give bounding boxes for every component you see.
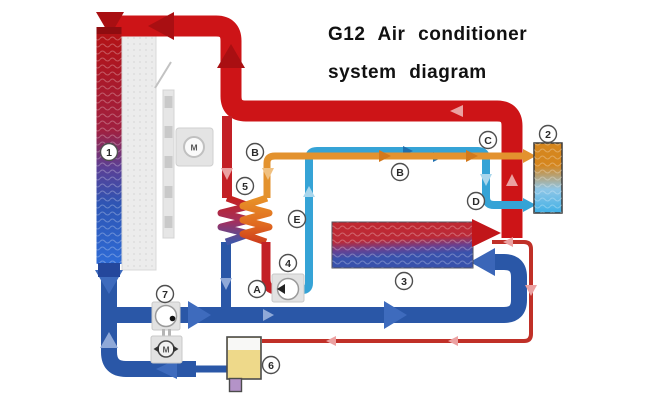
label-4: 4 xyxy=(278,253,298,273)
hvac-housing: M xyxy=(121,29,214,271)
arrow-out-of-engine xyxy=(472,219,501,247)
arrow-left-top xyxy=(148,12,174,40)
svg-text:A: A xyxy=(253,284,261,296)
pipe-cold-coolant xyxy=(95,248,527,379)
expansion-tank xyxy=(226,336,262,393)
fan-motor: M xyxy=(175,127,214,167)
flow-marker xyxy=(379,150,391,162)
aux-motor-label: M xyxy=(162,345,169,355)
arrow-left-return xyxy=(156,359,177,379)
svg-text:5: 5 xyxy=(242,181,248,193)
flow-marker xyxy=(466,150,478,162)
svg-text:D: D xyxy=(472,196,480,208)
motor-tick-right xyxy=(173,345,179,353)
heat-exchanger-coils xyxy=(217,168,273,246)
compressor xyxy=(271,273,305,303)
coolant-pump xyxy=(151,301,181,331)
svg-text:E: E xyxy=(293,214,300,226)
svg-text:B: B xyxy=(396,167,404,179)
flow-marker xyxy=(263,309,274,321)
svg-text:C: C xyxy=(484,135,492,147)
flow-marker xyxy=(450,105,463,117)
arrow-into-cooler-top xyxy=(523,149,536,163)
motor-tick-left xyxy=(153,345,159,353)
flow-marker xyxy=(100,332,118,348)
flow-marker xyxy=(506,174,518,186)
blower-resistor xyxy=(162,89,175,239)
svg-text:3: 3 xyxy=(401,276,407,288)
flow-marker xyxy=(525,285,537,296)
refrigerant-cooler xyxy=(533,142,563,214)
label-c: C xyxy=(478,130,498,150)
pump-motor-link xyxy=(168,329,171,338)
engine-heat-exchanger xyxy=(331,221,474,269)
title-line-2: system diagram xyxy=(328,62,487,83)
aux-motor: M xyxy=(150,335,183,364)
tank-drain-stub xyxy=(228,377,243,393)
flow-marker xyxy=(262,168,274,180)
arrow-up-riser xyxy=(217,44,245,68)
flap-line xyxy=(154,61,172,89)
label-e: E xyxy=(287,209,307,229)
label-6: 6 xyxy=(261,355,281,375)
arrow-right-main xyxy=(384,301,407,329)
compressor-icon xyxy=(277,284,285,294)
flow-marker xyxy=(303,186,315,197)
label-2: 2 xyxy=(538,124,558,144)
title-line-1: G12 Air conditioner xyxy=(328,24,527,45)
svg-text:1: 1 xyxy=(106,147,112,159)
label-5: 5 xyxy=(235,176,255,196)
pipe-expansion-line xyxy=(262,237,537,346)
arrow-down-into-radiator xyxy=(96,12,124,36)
flow-marker xyxy=(480,174,492,186)
svg-text:B: B xyxy=(251,147,259,159)
fan-motor-label: M xyxy=(190,143,197,153)
svg-text:2: 2 xyxy=(545,129,551,141)
flow-marker xyxy=(326,336,336,346)
label-b: B xyxy=(245,142,265,162)
pump-icon xyxy=(169,315,176,322)
flow-marker xyxy=(448,336,458,346)
svg-text:7: 7 xyxy=(162,289,168,301)
label-1: 1 xyxy=(99,142,119,162)
arrow-into-engine xyxy=(470,248,495,276)
flow-marker xyxy=(503,237,513,247)
label-d: D xyxy=(466,191,486,211)
pipe-hot-coolant xyxy=(96,12,523,238)
label-7: 7 xyxy=(155,284,175,304)
arrow-into-cooler-bottom xyxy=(523,198,536,212)
refrigerant-coil xyxy=(239,194,273,246)
flow-marker xyxy=(220,278,232,290)
arrow-right-main xyxy=(188,301,211,329)
label-3: 3 xyxy=(394,271,414,291)
pipe-refrigerant-hot xyxy=(262,149,536,198)
callout-labels: 1 2 3 4 5 6 7 A B B C D E xyxy=(99,124,558,375)
pipe-refrigerant-cold xyxy=(300,146,536,294)
diagram-title: G12 Air conditioner system diagram xyxy=(328,24,527,83)
label-a: A xyxy=(247,279,267,299)
flow-marker xyxy=(221,168,233,180)
svg-text:6: 6 xyxy=(268,360,274,372)
svg-text:4: 4 xyxy=(285,258,291,270)
pump-motor-link xyxy=(162,329,165,338)
label-b2: B xyxy=(390,162,410,182)
